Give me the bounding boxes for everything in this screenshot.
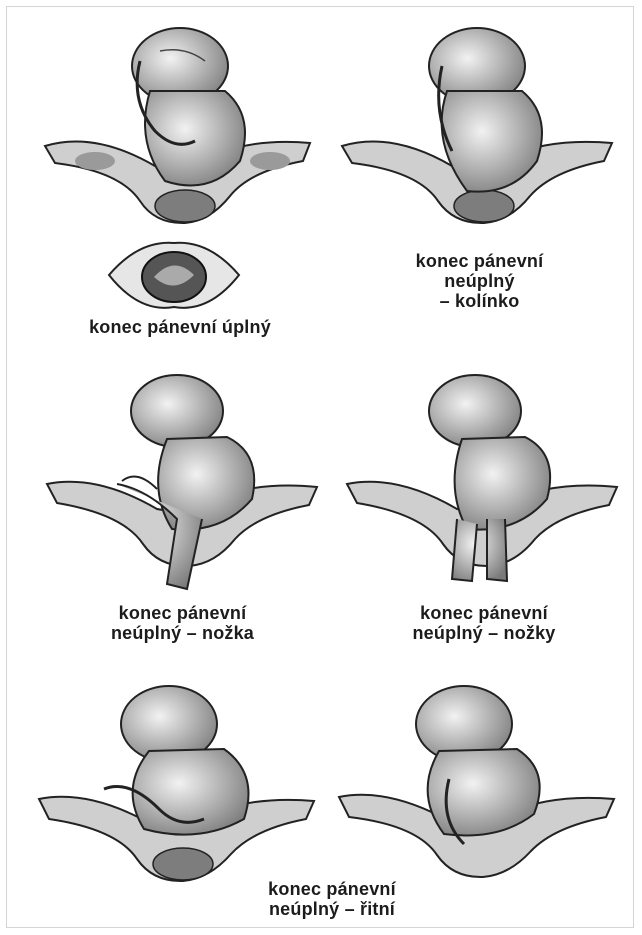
caption-single-foot: konec pánevní neúplný – nožka — [45, 603, 320, 643]
caption-complete: konec pánevní úplný — [35, 317, 325, 337]
caption-knee: konec pánevní neúplný – kolínko — [352, 251, 607, 311]
pelvis-inset-view — [99, 235, 249, 315]
figure-frame: konec pánevní úplný konec pánevní neúpln… — [6, 6, 634, 928]
fetus-illustration-knee — [332, 21, 622, 231]
caption-both-feet: konec pánevní neúplný – nožky — [349, 603, 619, 643]
caption-frank: konec pánevní neúplný – řitní — [207, 879, 457, 919]
fetus-illustration-frank-left — [29, 679, 324, 899]
fetus-illustration-complete — [35, 21, 320, 231]
fetus-illustration-frank-right — [329, 679, 624, 879]
fetus-illustration-both-feet — [337, 369, 627, 599]
fetus-illustration-single-foot — [37, 369, 327, 599]
